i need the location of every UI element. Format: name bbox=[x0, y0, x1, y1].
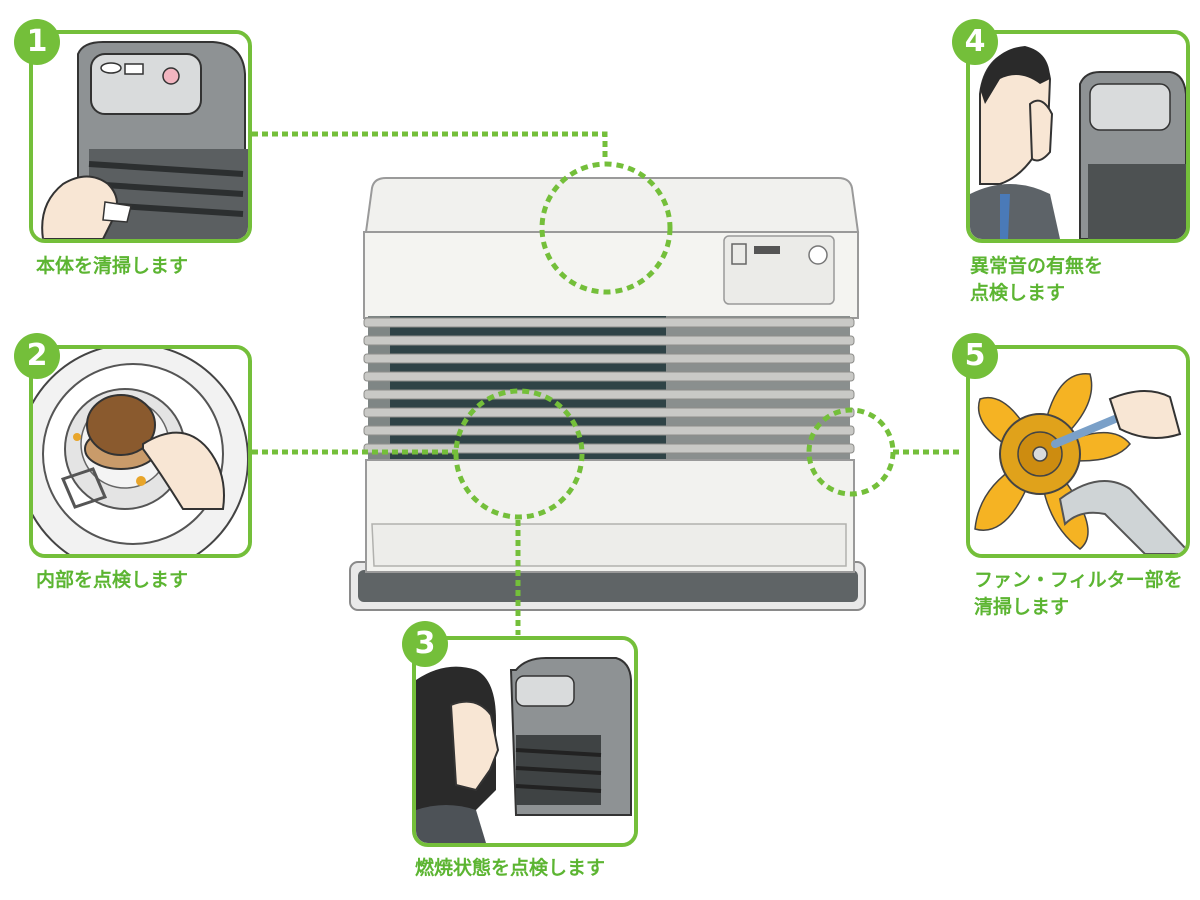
step-3-caption: 燃焼状態を点検します bbox=[415, 857, 606, 879]
step-2-number: 2 bbox=[14, 333, 60, 379]
step-1-caption: 本体を清掃します bbox=[36, 255, 189, 277]
connector-lines bbox=[252, 131, 962, 635]
fan-heater-illustration bbox=[349, 177, 866, 611]
step-5-caption-line2: 清掃します bbox=[974, 596, 1070, 618]
step-3-panel bbox=[412, 636, 638, 847]
step-5-caption: ファン・フィルター部を 清掃します bbox=[974, 567, 1183, 621]
noise-check-illustration bbox=[970, 34, 1186, 239]
step-5-panel bbox=[966, 345, 1190, 558]
step-4-number: 4 bbox=[952, 19, 998, 65]
step-1-panel bbox=[29, 30, 252, 243]
fan-filter-illustration bbox=[970, 349, 1186, 554]
step-5-number: 5 bbox=[952, 333, 998, 379]
step-4-caption-line1: 異常音の有無を bbox=[970, 255, 1104, 277]
step-1-number: 1 bbox=[14, 19, 60, 65]
step-4-panel bbox=[966, 30, 1190, 243]
step-5-caption-line1: ファン・フィルター部を bbox=[974, 569, 1183, 591]
focus-circles bbox=[453, 161, 896, 520]
cleaning-body-illustration bbox=[33, 34, 248, 239]
step-2-caption: 内部を点検します bbox=[36, 569, 189, 591]
burner-inspection-illustration bbox=[33, 349, 248, 554]
combustion-check-illustration bbox=[416, 640, 634, 843]
step-3-number: 3 bbox=[402, 621, 448, 667]
step-4-caption-line2: 点検します bbox=[970, 282, 1066, 304]
step-2-panel bbox=[29, 345, 252, 558]
step-4-caption: 異常音の有無を 点検します bbox=[970, 253, 1103, 307]
